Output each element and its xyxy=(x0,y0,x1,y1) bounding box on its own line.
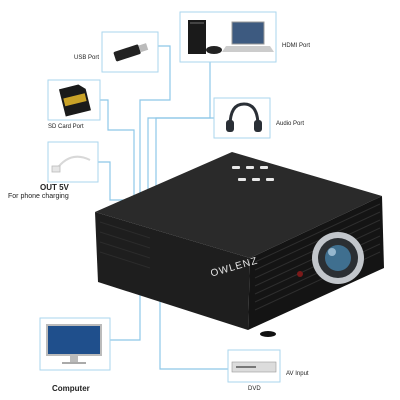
usb-drive-icon xyxy=(113,43,149,62)
connection-lines xyxy=(98,45,228,370)
game-console-icon xyxy=(188,20,222,54)
dvd-label: DVD xyxy=(248,386,261,392)
laptop-icon xyxy=(222,21,274,52)
line-computer xyxy=(110,285,141,341)
line-usb xyxy=(139,45,171,220)
hdmi-port-label: HDMI Port xyxy=(282,43,311,49)
audio-port-label: Audio Port xyxy=(276,121,305,127)
sd-card-port-label: SD Card Port xyxy=(48,124,84,130)
projector-side xyxy=(95,212,250,330)
cable-icon xyxy=(51,155,91,173)
usb-port-label: USB Port xyxy=(74,55,100,61)
computer-label: Computer xyxy=(52,384,90,393)
out5v-box xyxy=(47,141,99,183)
projector xyxy=(95,152,384,337)
line-sd xyxy=(100,99,135,218)
control-buttons xyxy=(232,166,274,181)
dvd-player-icon xyxy=(231,361,277,373)
headphones-icon xyxy=(226,102,262,132)
projector-top xyxy=(95,152,382,258)
sd-card-icon xyxy=(58,84,91,117)
computer-icon xyxy=(46,324,102,364)
out5v-label: OUT 5V xyxy=(40,183,69,192)
av-input-label: AV Input xyxy=(286,371,309,377)
phone-charging-label: For phone charging xyxy=(8,193,69,200)
